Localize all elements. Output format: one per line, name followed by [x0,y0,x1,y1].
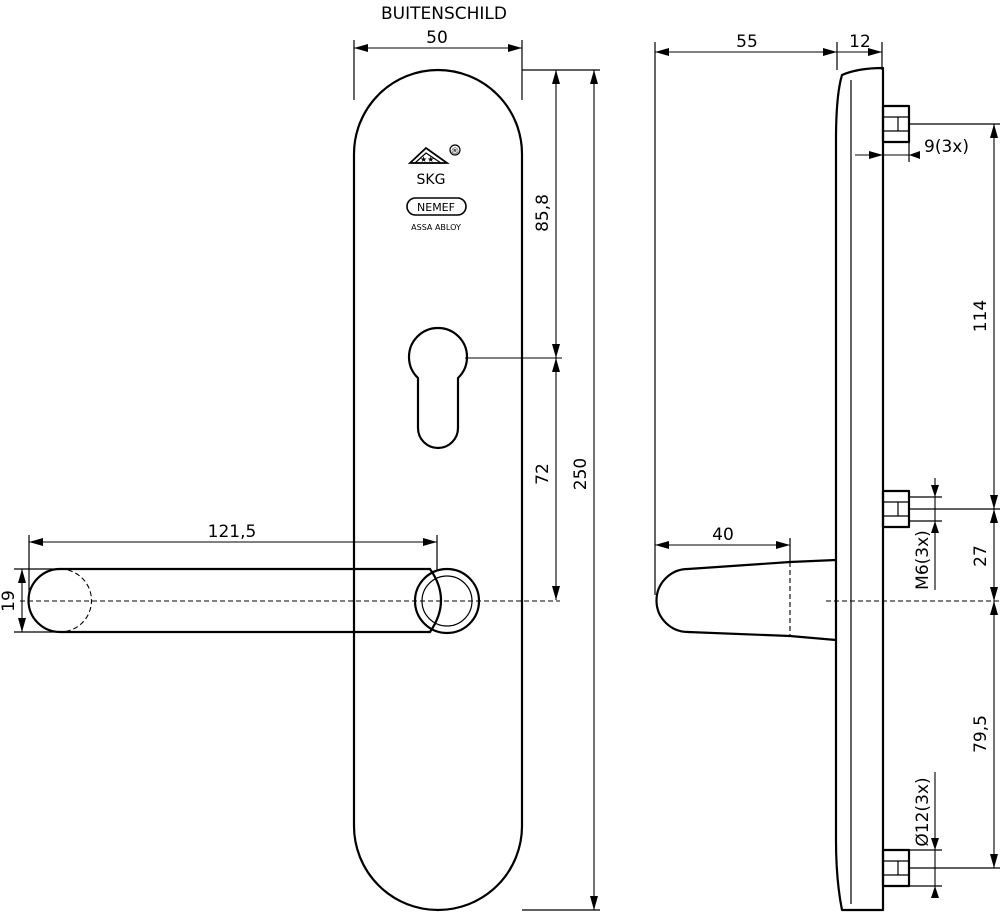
dim-side-lever-length: 40 [712,525,734,545]
dim-screw-spacing: 114 [971,300,991,332]
skg-logo: ★★ ® SKG [407,144,461,188]
dim-thread: M6(3x) [913,530,933,590]
dim-boss-to-handle: 27 [971,545,991,567]
registered-mark: ® [451,147,460,157]
cylinder-hole [407,326,469,450]
side-plate-profile [834,66,885,912]
screw-boss-middle [881,489,911,529]
dim-handle-to-bottom: 79,5 [971,715,991,753]
dim-side-plate: 12 [849,32,871,52]
dim-lever-diameter: 19 [0,590,19,612]
screw-boss-bottom [881,848,911,888]
skg-text: SKG [417,172,446,188]
dim-side-depth: 55 [736,32,758,52]
assa-abloy-text: ASSA ABLOY [411,223,461,232]
front-plate-outline [352,68,524,912]
dim-cylinder-to-handle: 72 [533,463,553,485]
side-lever [655,558,838,642]
dim-top-to-cylinder: 85,8 [533,194,553,232]
screw-boss-top [881,104,911,144]
dim-boss-diameter: Ø12(3x) [913,777,933,846]
dim-front-width: 50 [426,28,448,48]
dim-screw-boss: 9(3x) [924,137,969,157]
nemef-logo: NEMEF ASSA ABLOY [406,197,467,232]
dim-lever-length: 121,5 [208,522,257,542]
drawing-title: BUITENSCHILD [381,4,507,24]
svg-text:★★: ★★ [420,155,434,164]
dim-total-height: 250 [571,458,591,490]
front-lever [27,567,442,634]
nemef-text: NEMEF [417,201,455,214]
